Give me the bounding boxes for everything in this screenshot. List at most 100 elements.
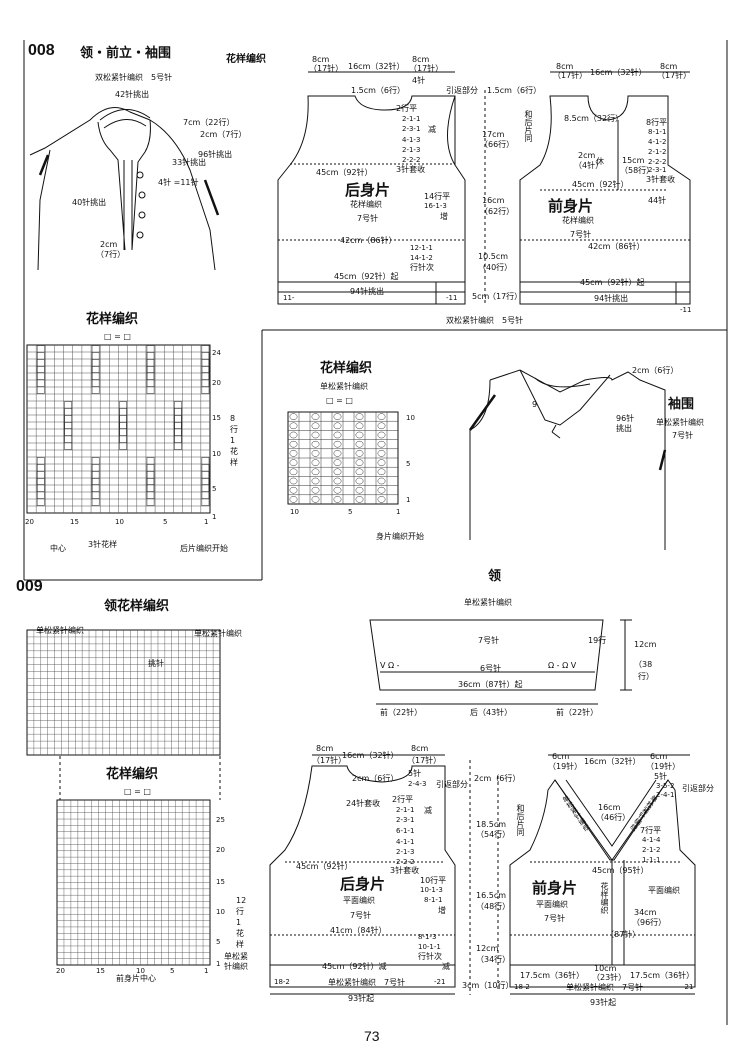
b9-top-16: 16cm（32针） (342, 751, 399, 760)
b9-seq-1: 2行平 (392, 795, 414, 804)
chart2-twist-mark (289, 422, 298, 430)
armhole-title: 袖围 (668, 397, 695, 412)
armhole-subtitle: 单松紧针编织 (656, 418, 704, 427)
chart1-cable-mark (91, 478, 100, 506)
front-pick-94: 94针挑出 (594, 294, 629, 303)
f9-top-6br: （19针） (646, 762, 681, 771)
f9-seq-3: 2-1-2 (642, 846, 661, 854)
chart1-cable-mark (201, 366, 210, 394)
b9-cast-93: 93针起 (348, 994, 375, 1003)
chart2-twist-mark (377, 413, 386, 420)
b9-mark-r: -21 (434, 978, 446, 986)
back-seq-1: 2行平 (396, 104, 418, 113)
back-rib: 双松紧针编织 5号针 (446, 316, 524, 325)
chart2-twist-mark (355, 468, 364, 476)
b9-mark-l: 18-2 (274, 978, 290, 986)
chart2-twist-mark (355, 496, 364, 503)
back-needle: 7号针 (357, 214, 379, 223)
back-top-8l-r: （17针） (309, 64, 344, 73)
flower-row-15: 15 (216, 878, 225, 886)
mid-12r: （34行） (476, 955, 511, 964)
flower-col-5: 5 (170, 967, 175, 975)
back-side-16: 16cm (482, 196, 505, 205)
back-4-stitch: 4针 (412, 76, 426, 85)
flower-col-10: 10 (136, 967, 145, 975)
f9-knit-right: 平面编织 (648, 886, 680, 895)
f9-bottom-10: 10cm (594, 964, 617, 973)
collar-subtitle: 双松紧针编织 5号针 (95, 73, 173, 82)
collar-pick-42: 42针挑出 (115, 90, 150, 99)
flower-side-4: 花 (236, 929, 244, 938)
back-side-105: 10.5cm (478, 252, 509, 261)
b9-top-8l: 8cm (316, 744, 334, 753)
back-top-8r-r: （17针） (409, 64, 444, 73)
back-decrease: 减 (428, 125, 436, 134)
front-top-8r: 8cm (660, 62, 678, 71)
back-15cm: 1.5cm（6行） (351, 86, 406, 95)
collar-band-12: 12cm (634, 640, 657, 649)
back-mark-l: 11- (283, 294, 295, 302)
back-side-5r: （17行） (488, 292, 523, 301)
chart2-twist-mark (377, 496, 386, 503)
flower-knit-label: 花样编织 (226, 54, 266, 65)
front-knit: 花样编织 (562, 216, 594, 225)
back-cast-45: 45cm（92针）起 (334, 272, 399, 281)
f9-16cm-r: （46行） (596, 813, 631, 822)
front-seq-7: 3针套收 (646, 175, 676, 184)
front-2cm: 2cm (578, 151, 596, 160)
chart1-col-20: 20 (25, 518, 34, 526)
chart2-twist-mark (289, 413, 298, 420)
flower-chart-legend: □ = □ (124, 787, 151, 796)
back-inc-3: 增 (440, 212, 448, 221)
b9-width-41: 41cm（84针） (330, 926, 387, 935)
chart2-twist-mark (355, 440, 364, 448)
collar-band-7: 7号针 (478, 636, 500, 645)
chart2-row-1: 1 (406, 496, 411, 504)
f9-seq-4: 1-1-1 (642, 856, 661, 864)
collar-band-v-left: V Ω - (380, 661, 400, 670)
f9-mark-r: -21 (682, 983, 694, 991)
f9-cast-93: 93针起 (590, 998, 617, 1007)
collar-band-6: 6号针 (480, 664, 502, 673)
chart1-side-5: 样 (230, 458, 238, 467)
back-inc-1: 14行平 (424, 192, 451, 201)
section-title-008: 领・前立・袖围 (80, 46, 172, 61)
chart2-row-5: 5 (406, 460, 411, 468)
collar-pick-33: 33针挑出 (172, 158, 207, 167)
chart1-cable-mark (146, 366, 155, 394)
front-15cm: 15cm (622, 156, 645, 165)
chart2-twist-mark (333, 486, 342, 494)
chart1-pattern-grid (27, 345, 210, 513)
flower-side-5: 样 (236, 940, 244, 949)
chart2-twist-mark (311, 477, 320, 485)
f9-34cm: 34cm (634, 908, 657, 917)
mid-165: 16.5cm (476, 891, 507, 900)
b9-top-8r: 8cm (411, 744, 429, 753)
back-seq-5: 2-1-3 (402, 146, 421, 154)
flower-side-7: 针编织 (224, 962, 248, 971)
f9-return: 引返部分 (682, 784, 714, 793)
chart2-twist-mark (377, 450, 386, 457)
front-body-name: 前身片 (548, 197, 594, 215)
chart2-twist-mark (355, 413, 364, 420)
b9-decrease: 减 (424, 806, 432, 815)
back-side-17r: （66行） (480, 140, 515, 149)
chart2-col-10: 10 (290, 508, 299, 516)
chart2-twist-mark (355, 422, 364, 430)
chart2-twist-mark (333, 459, 342, 466)
chart2-twist-mark (311, 440, 320, 448)
collar-band-36: 36cm（87针）起 (458, 680, 523, 689)
b9-width-45b: 45cm（92针）减 (322, 962, 387, 971)
chart1-start: 后片编织开始 (180, 544, 228, 553)
f9-top-6r: （19针） (548, 762, 583, 771)
front-side-same: 和后片同 (524, 110, 533, 142)
flower-col-1: 1 (204, 967, 209, 975)
page-number: 73 (364, 1028, 380, 1044)
flower-side-3: 1 (236, 918, 242, 927)
section-number-009: 009 (16, 578, 43, 595)
f9-side-same: 和后片同 (516, 804, 525, 836)
b9-knit: 平面编织 (343, 896, 375, 905)
front-seq-2: 8-1-1 (648, 128, 667, 136)
back-side-105r: （40行） (478, 263, 513, 272)
chart1-cable-mark (91, 366, 100, 394)
